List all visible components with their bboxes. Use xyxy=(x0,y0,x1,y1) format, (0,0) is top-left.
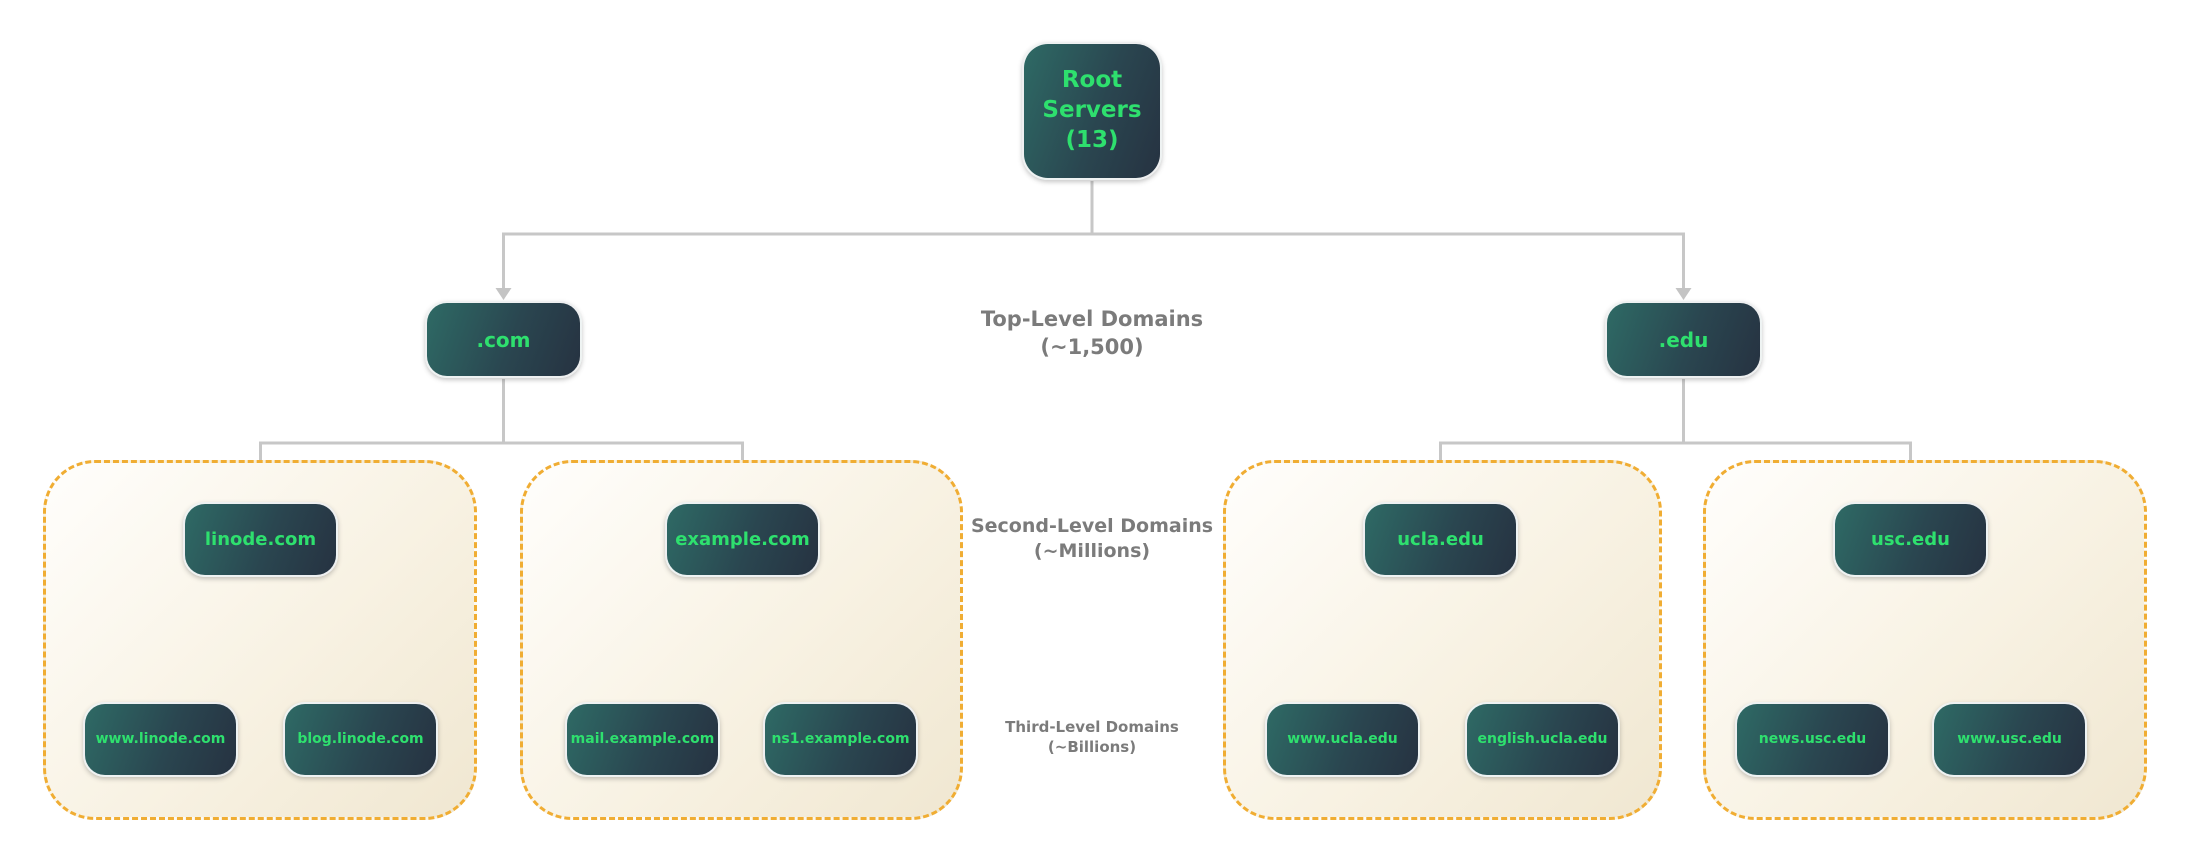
level-label-top-line2: (~1,500) xyxy=(1040,334,1144,359)
node-sld-ucla-edu-label: ucla.edu xyxy=(1397,528,1484,550)
level-label-second-level-domains: Second-Level Domains (~Millions) xyxy=(932,514,1252,564)
node-sld-example-com: example.com xyxy=(665,502,820,577)
node-sld-usc-edu: usc.edu xyxy=(1833,502,1988,577)
node-sub-news-usc-edu-label: news.usc.edu xyxy=(1758,731,1867,748)
node-sld-example-com-label: example.com xyxy=(675,528,810,550)
node-sub-www-linode-com-label: www.linode.com xyxy=(95,731,226,748)
node-root-servers: Root Servers (13) xyxy=(1022,42,1162,180)
node-sub-www-usc-edu: www.usc.edu xyxy=(1932,702,2087,777)
node-sld-ucla-edu: ucla.edu xyxy=(1363,502,1518,577)
node-sub-english-ucla-edu-label: english.ucla.edu xyxy=(1477,731,1608,748)
level-label-top-line1: Top-Level Domains xyxy=(980,307,1204,331)
node-sub-blog-linode-com-label: blog.linode.com xyxy=(297,731,424,748)
node-sub-www-ucla-edu-label: www.ucla.edu xyxy=(1287,731,1398,748)
level-label-third-line1: Third-Level Domains xyxy=(1005,718,1179,736)
connector-root-to-tlds xyxy=(502,181,1685,289)
node-tld-com: .com xyxy=(425,301,582,378)
node-sub-www-ucla-edu: www.ucla.edu xyxy=(1265,702,1420,777)
node-root-servers-label: Root Servers (13) xyxy=(1042,67,1142,153)
level-label-third-level-domains: Third-Level Domains (~Billions) xyxy=(932,718,1252,758)
node-sub-www-linode-com: www.linode.com xyxy=(83,702,238,777)
level-label-second-line1: Second-Level Domains xyxy=(970,515,1214,537)
node-sld-usc-edu-label: usc.edu xyxy=(1871,528,1950,550)
node-tld-edu-label: .edu xyxy=(1658,327,1709,352)
node-sub-ns1-example-com-label: ns1.example.com xyxy=(771,731,910,748)
node-sub-www-usc-edu-label: www.usc.edu xyxy=(1957,731,2062,748)
node-tld-com-label: .com xyxy=(476,327,531,352)
level-label-second-line2: (~Millions) xyxy=(1033,540,1151,563)
node-sld-linode-com-label: linode.com xyxy=(204,528,317,550)
node-sub-english-ucla-edu: english.ucla.edu xyxy=(1465,702,1620,777)
node-sld-linode-com: linode.com xyxy=(183,502,338,577)
node-sub-ns1-example-com: ns1.example.com xyxy=(763,702,918,777)
level-label-top-level-domains: Top-Level Domains (~1,500) xyxy=(932,306,1252,361)
node-sub-mail-example-com-label: mail.example.com xyxy=(570,731,715,748)
node-sub-news-usc-edu: news.usc.edu xyxy=(1735,702,1890,777)
node-sub-blog-linode-com: blog.linode.com xyxy=(283,702,438,777)
level-label-third-line2: (~Billions) xyxy=(1047,737,1137,756)
node-sub-mail-example-com: mail.example.com xyxy=(565,702,720,777)
node-tld-edu: .edu xyxy=(1605,301,1762,378)
